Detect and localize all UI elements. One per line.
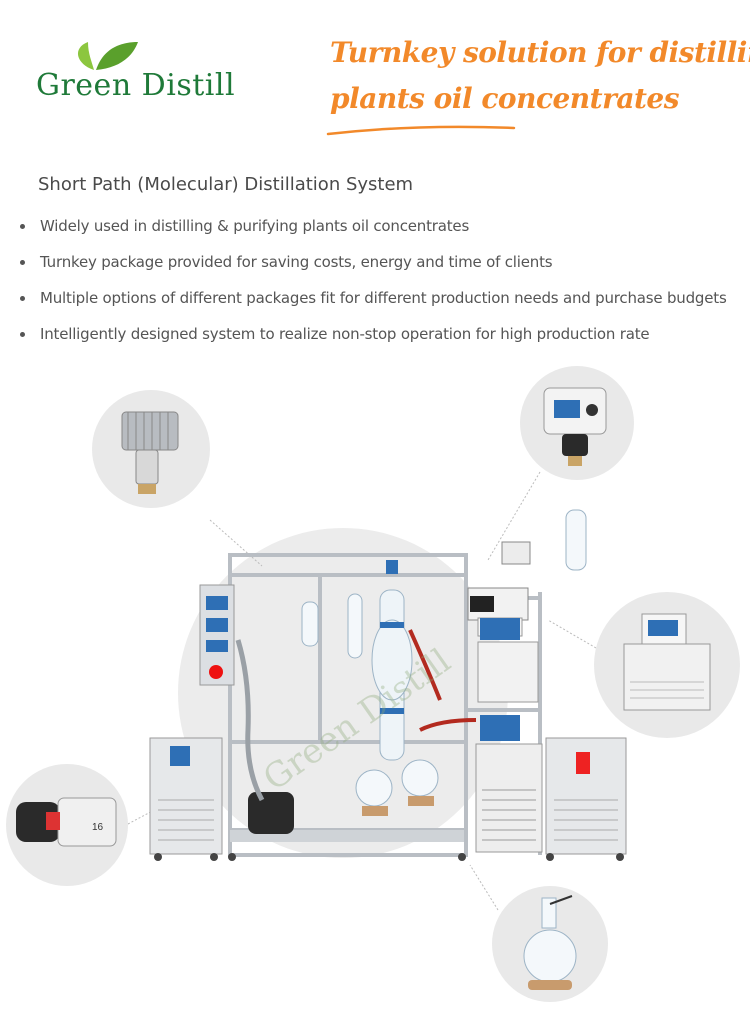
background-circle bbox=[178, 528, 508, 858]
svg-text:16: 16 bbox=[92, 822, 104, 833]
peristaltic-pump-photo bbox=[520, 366, 634, 480]
vacuum-pump-photo: 16 bbox=[6, 764, 128, 886]
logo bbox=[36, 34, 266, 114]
feature-item: Widely used in distilling & purifying pl… bbox=[20, 214, 727, 250]
leaf-icon bbox=[77, 42, 138, 70]
section-title: Short Path (Molecular) Distillation Syst… bbox=[38, 174, 414, 195]
product-illustration: Green Distill bbox=[0, 360, 750, 1014]
tagline-line2: plants oil concentrates bbox=[330, 82, 680, 115]
brand-name: Green Distill bbox=[36, 68, 236, 103]
feature-item: Turnkey package provided for saving cost… bbox=[20, 250, 727, 286]
feature-item: Intelligently designed system to realize… bbox=[20, 322, 727, 358]
tagline-line1: Turnkey solution for distilling bbox=[330, 36, 750, 69]
feature-list: Widely used in distilling & purifying pl… bbox=[20, 214, 727, 358]
receiving-flask-photo bbox=[492, 886, 608, 1002]
feature-item: Multiple options of different packages f… bbox=[20, 286, 727, 322]
tagline-swoosh bbox=[326, 125, 516, 136]
chiller-photo bbox=[594, 592, 740, 738]
heater-coil-photo bbox=[92, 390, 210, 508]
distillation-system-photo bbox=[149, 509, 627, 861]
